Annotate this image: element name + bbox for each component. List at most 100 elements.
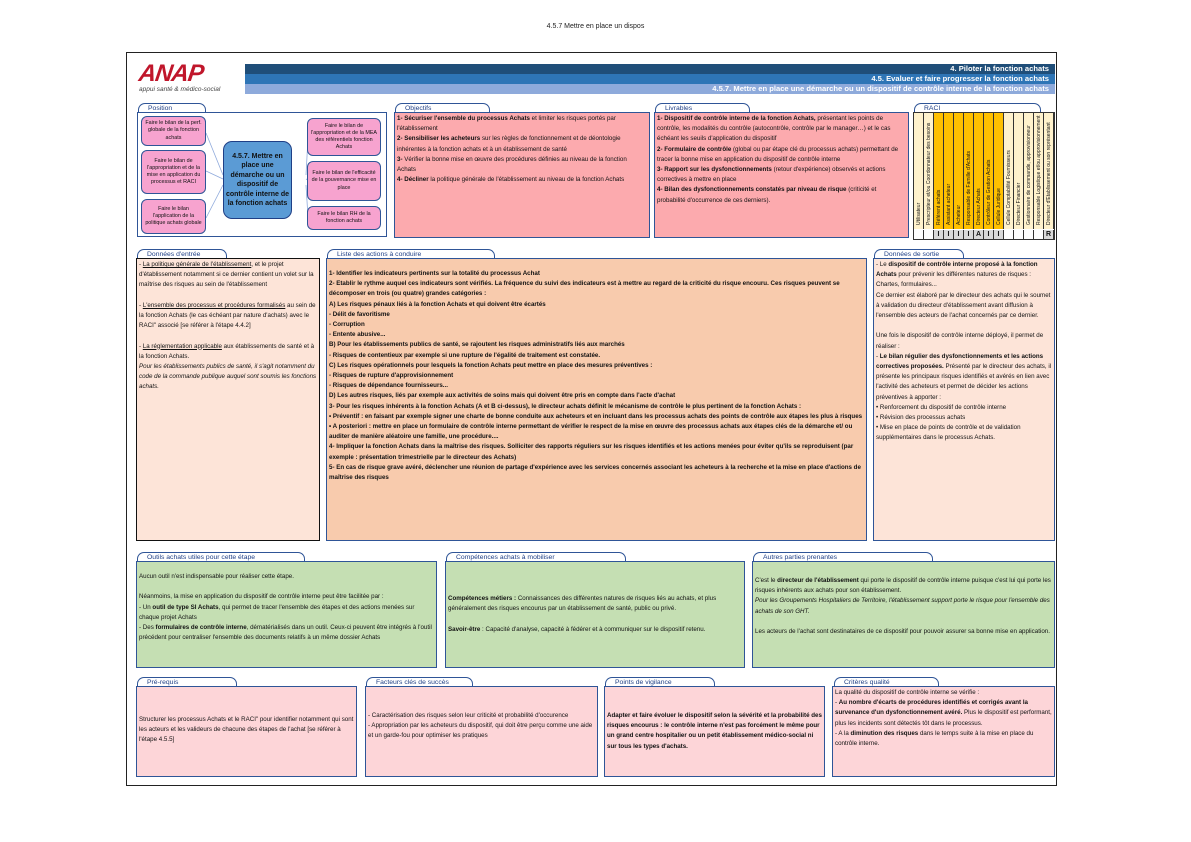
- text-segment: - Risques de dépendance fournisseurs...: [329, 382, 448, 390]
- text-segment: , qui permet de tracer l'ensemble des ét…: [139, 603, 415, 621]
- header-level3: 4.5.7. Mettre en place une démarche ou u…: [245, 84, 1055, 94]
- text-segment: outil de type SI Achats: [152, 603, 219, 611]
- text-segment: 3- Rapport sur les dysfonctionnements: [657, 166, 772, 174]
- donnees-entree-tab: Données d'entrée: [137, 249, 227, 258]
- raci-role-value: I: [944, 230, 954, 239]
- text-segment: la politique générale de l'établissement…: [428, 176, 625, 184]
- text-line: - La politique générale de l'établisseme…: [139, 260, 317, 291]
- text-segment: Au nombre d'écarts de procédures identif…: [835, 699, 1028, 717]
- sheet-frame: [126, 52, 1057, 786]
- blank-line: [139, 331, 317, 341]
- text-segment: au sein de la fonction Achats (le cas éc…: [139, 301, 316, 330]
- text-segment: 4- Décliner: [397, 176, 429, 184]
- text-line: Pour les établissements publics de santé…: [139, 362, 317, 393]
- outils-tab: Outils achats utiles pour cette étape: [137, 552, 305, 561]
- raci-role-label: Gestionnaire de commande, approvisionneu…: [1025, 125, 1032, 225]
- blank-line: [139, 582, 434, 592]
- text-segment: 1- Identifier les indicateurs pertinents…: [329, 270, 540, 277]
- text-segment: Le bilan régulier des dysfonctionnements…: [876, 352, 1044, 371]
- text-segment: 4- Bilan des dysfonctionnements constaté…: [657, 186, 847, 194]
- text-line: • Renforcement du dispositif de contrôle…: [876, 403, 1052, 413]
- text-segment: La qualité du dispositif de contrôle int…: [835, 689, 980, 696]
- text-segment: 1- Sécuriser l'ensemble du processus Ach…: [397, 115, 530, 122]
- position-node-right-1: Faire le bilan de l'appropriation et de …: [307, 118, 381, 156]
- objectifs-tab: Objectifs: [395, 103, 490, 112]
- text-segment: diminution des risques: [850, 729, 919, 737]
- text-line: - Risques de contentieux par exemple si …: [329, 351, 864, 361]
- text-segment: dispositif de contrôle interne proposé à…: [876, 261, 1038, 279]
- text-segment: Compétences métiers :: [448, 595, 517, 602]
- raci-role-column: Gestionnaire de commande, approvisionneu…: [1024, 113, 1034, 229]
- text-line: - Corruption: [329, 320, 864, 330]
- raci-role-value: I: [984, 230, 994, 239]
- vigilance-panel: Adapter et faire évoluer le dispositif s…: [604, 686, 825, 777]
- text-line: 2- Sensibiliser les acheteurs sur les rè…: [397, 134, 647, 154]
- raci-role-label: Contrôleur de Gestion Achats: [985, 159, 992, 225]
- text-line: • Préventif : en faisant par exemple sig…: [329, 412, 864, 422]
- raci-role-value: [1014, 230, 1024, 239]
- text-line: Néanmoins, la mise en application du dis…: [139, 592, 434, 602]
- livrables-tab: Livrables: [655, 103, 750, 112]
- text-line: - Caractérisation des risques selon leur…: [368, 711, 595, 721]
- anap-logo: ANAP appui santé & médico-social: [137, 60, 243, 97]
- text-line: - Un outil de type SI Achats, qui permet…: [139, 603, 434, 623]
- text-segment: -: [139, 342, 143, 350]
- text-line: B) Pour les établissements publics de sa…: [329, 340, 864, 350]
- text-line: - Entente abusive...: [329, 330, 864, 340]
- position-node-right-3: Faire le bilan RH de la fonction achats: [307, 206, 381, 230]
- text-segment: La politique générale de l'établissement: [142, 261, 252, 268]
- text-segment: Savoir-être: [448, 625, 481, 633]
- raci-role-value: I: [934, 230, 944, 239]
- text-line: 1- Sécuriser l'ensemble du processus Ach…: [397, 114, 647, 134]
- raci-role-label: Responsable Logistique et/ou approvision…: [1035, 115, 1042, 225]
- raci-role-label: Directeur Financier: [1015, 182, 1022, 225]
- text-segment: • Préventif : en faisant par exemple sig…: [329, 412, 863, 420]
- text-segment: sur les règles de fonctionnement et de d…: [397, 135, 621, 153]
- text-segment: Ce dernier est élaboré par le directeur …: [876, 291, 1051, 320]
- text-segment: : Capacité d'analyse, capacité à fédérer…: [480, 625, 706, 633]
- raci-role-label: Responsable de Famille d'Achats: [965, 150, 972, 225]
- raci-role-value: [924, 230, 934, 239]
- raci-role-column: Assistant acheteur: [944, 113, 954, 229]
- blank-line: [448, 614, 742, 624]
- position-current-step: 4.5.7. Mettre en place une démarche ou u…: [223, 141, 292, 219]
- raci-role-label: Cellule Juridique: [995, 188, 1002, 225]
- text-segment: (retour d'expérience) observés et action…: [657, 166, 886, 184]
- text-segment: , dématérialisés dans un outil. Ceux-ci …: [139, 624, 432, 642]
- raci-role-column: Référent achats: [934, 113, 944, 229]
- text-line: Ce dernier est élaboré par le directeur …: [876, 291, 1052, 322]
- raci-role-label: Acheteur: [955, 204, 962, 225]
- livrables-panel: 1- Dispositif de contrôle interne de la …: [654, 112, 909, 238]
- raci-role-label: Cellule Comptabilité Fournisseurs: [1005, 150, 1012, 225]
- raci-role-value: R: [1044, 230, 1054, 239]
- text-segment: La réglementation applicable: [142, 342, 222, 350]
- text-segment: 5- En cas de risque grave avéré, déclenc…: [329, 463, 861, 482]
- text-segment: Aucun outil n'est indispensable pour réa…: [139, 573, 294, 580]
- text-segment: - Corruption: [329, 321, 365, 329]
- raci-role-column: Acheteur: [954, 113, 964, 229]
- raci-role-label: Directeur Achats: [975, 188, 982, 225]
- text-line: Adapter et faire évoluer le dispositif s…: [607, 711, 822, 752]
- text-segment: Plus le dispositif est performant, plus …: [835, 709, 1052, 727]
- text-segment: Les acteurs de l'achat sont destinataire…: [755, 628, 1050, 635]
- position-node-left-1: Faire le bilan de la perf. globale de la…: [141, 116, 206, 146]
- text-line: - Le bilan régulier des dysfonctionnemen…: [876, 352, 1052, 403]
- text-line: • Mise en place de points de contrôle et…: [876, 423, 1052, 443]
- text-segment: - Caractérisation des risques selon leur…: [368, 712, 569, 719]
- text-line: • Révision des processus achats: [876, 413, 1052, 423]
- text-line: - Risques de rupture d'approvisionnement: [329, 371, 864, 381]
- text-line: - Risques de dépendance fournisseurs...: [329, 381, 864, 391]
- position-node-left-3: Faire le bilan l'application de la polit…: [141, 199, 206, 234]
- text-segment: • Renforcement du dispositif de contrôle…: [876, 403, 1007, 411]
- blank-line: [139, 291, 317, 301]
- text-segment: 2- Etablir le rythme auquel ces indicate…: [329, 280, 840, 298]
- text-line: Savoir-être : Capacité d'analyse, capaci…: [448, 625, 742, 635]
- text-line: Une fois le dispositif de contrôle inter…: [876, 331, 1052, 351]
- text-segment: (criticité et probabilité d'occurrence d…: [657, 186, 877, 204]
- text-line: Compétences métiers : Connaissances des …: [448, 594, 742, 614]
- text-line: A) Les risques pénaux liés à la fonction…: [329, 300, 864, 310]
- raci-role-column: Directeur Achats: [974, 113, 984, 229]
- raci-role-column: Cellule Comptabilité Fournisseurs: [1004, 113, 1014, 229]
- text-line: 2- Etablir le rythme auquel ces indicate…: [329, 279, 864, 299]
